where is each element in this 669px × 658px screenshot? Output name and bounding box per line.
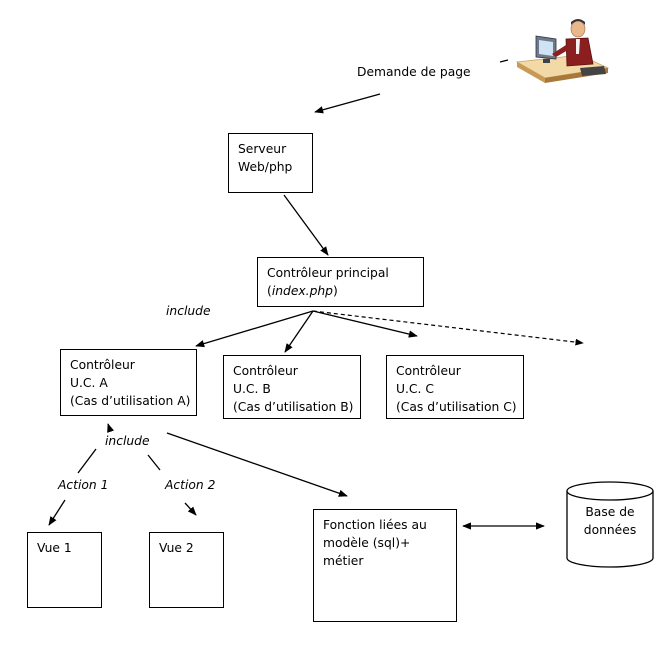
node-principal-close-paren: )	[333, 284, 338, 298]
node-uca-line1: Contrôleur	[70, 358, 135, 372]
label-action-1: Action 1	[58, 478, 109, 492]
node-db-line1: Base de	[585, 505, 635, 519]
label-demande-de-page: Demande de page	[357, 65, 471, 79]
node-principal-line1: Contrôleur principal	[267, 266, 389, 280]
node-controleur-uc-b: Contrôleur U.C. B (Cas d’utilisation B)	[223, 355, 361, 419]
node-vue-2: Vue 2	[149, 532, 224, 608]
user-tick	[499, 59, 509, 63]
node-fonction-line3: métier	[323, 554, 364, 568]
node-ucc-line2: U.C. C	[396, 382, 434, 396]
node-serveur-line2: Web/php	[238, 160, 293, 174]
node-vue-1: Vue 1	[27, 532, 102, 608]
node-ucb-line3: (Cas d’utilisation B)	[233, 400, 354, 414]
node-serveur-web-php: Serveur Web/php	[228, 133, 313, 193]
arrow-action2-vue2	[184, 502, 197, 516]
node-principal-line2: (index.php)	[267, 282, 414, 300]
database-icon	[566, 481, 654, 568]
user-at-computer-icon	[515, 19, 610, 83]
label-action-2: Action 2	[165, 478, 216, 492]
node-base-de-donnees-label: Base de données	[568, 503, 652, 539]
node-fonction-line2: modèle (sql)+	[323, 536, 411, 550]
node-vue1-line1: Vue 1	[37, 541, 72, 555]
line-include-action1	[77, 448, 97, 474]
node-principal-file: index.php	[271, 284, 333, 298]
node-db-line2: données	[583, 523, 637, 537]
node-principal-open-paren: (	[267, 284, 272, 298]
node-uca-line3: (Cas d’utilisation A)	[70, 394, 191, 408]
node-ucb-line1: Contrôleur	[233, 364, 298, 378]
node-fonction-modele: Fonction liées au modèle (sql)+ métier	[313, 509, 457, 622]
node-ucc-line1: Contrôleur	[396, 364, 461, 378]
arrow-principal-uca	[195, 310, 314, 348]
node-controleur-uc-a: Contrôleur U.C. A (Cas d’utilisation A)	[60, 349, 197, 416]
arrow-demande	[314, 93, 381, 114]
arrow-include-uca	[107, 423, 115, 433]
label-include-top: include	[166, 304, 211, 318]
node-vue2-line1: Vue 2	[159, 541, 194, 555]
label-include-bottom: include	[105, 434, 150, 448]
node-ucc-line3: (Cas d’utilisation C)	[396, 400, 517, 414]
arrow-principal-ucb	[284, 310, 314, 353]
node-uca-line2: U.C. A	[70, 376, 108, 390]
node-controleur-uc-c: Contrôleur U.C. C (Cas d’utilisation C)	[386, 355, 524, 419]
node-ucb-line2: U.C. B	[233, 382, 271, 396]
node-fonction-line1: Fonction liées au	[323, 518, 427, 532]
arrow-principal-ucc	[312, 310, 418, 338]
arrow-serveur-principal	[283, 194, 329, 256]
arrow-action1-vue1	[48, 499, 66, 526]
node-serveur-line1: Serveur	[238, 142, 287, 156]
line-include-action2	[147, 454, 161, 471]
arrow-principal-dashed	[312, 310, 584, 346]
arrow-uca-fonction	[166, 432, 348, 497]
node-controleur-principal: Contrôleur principal (index.php)	[257, 257, 424, 307]
